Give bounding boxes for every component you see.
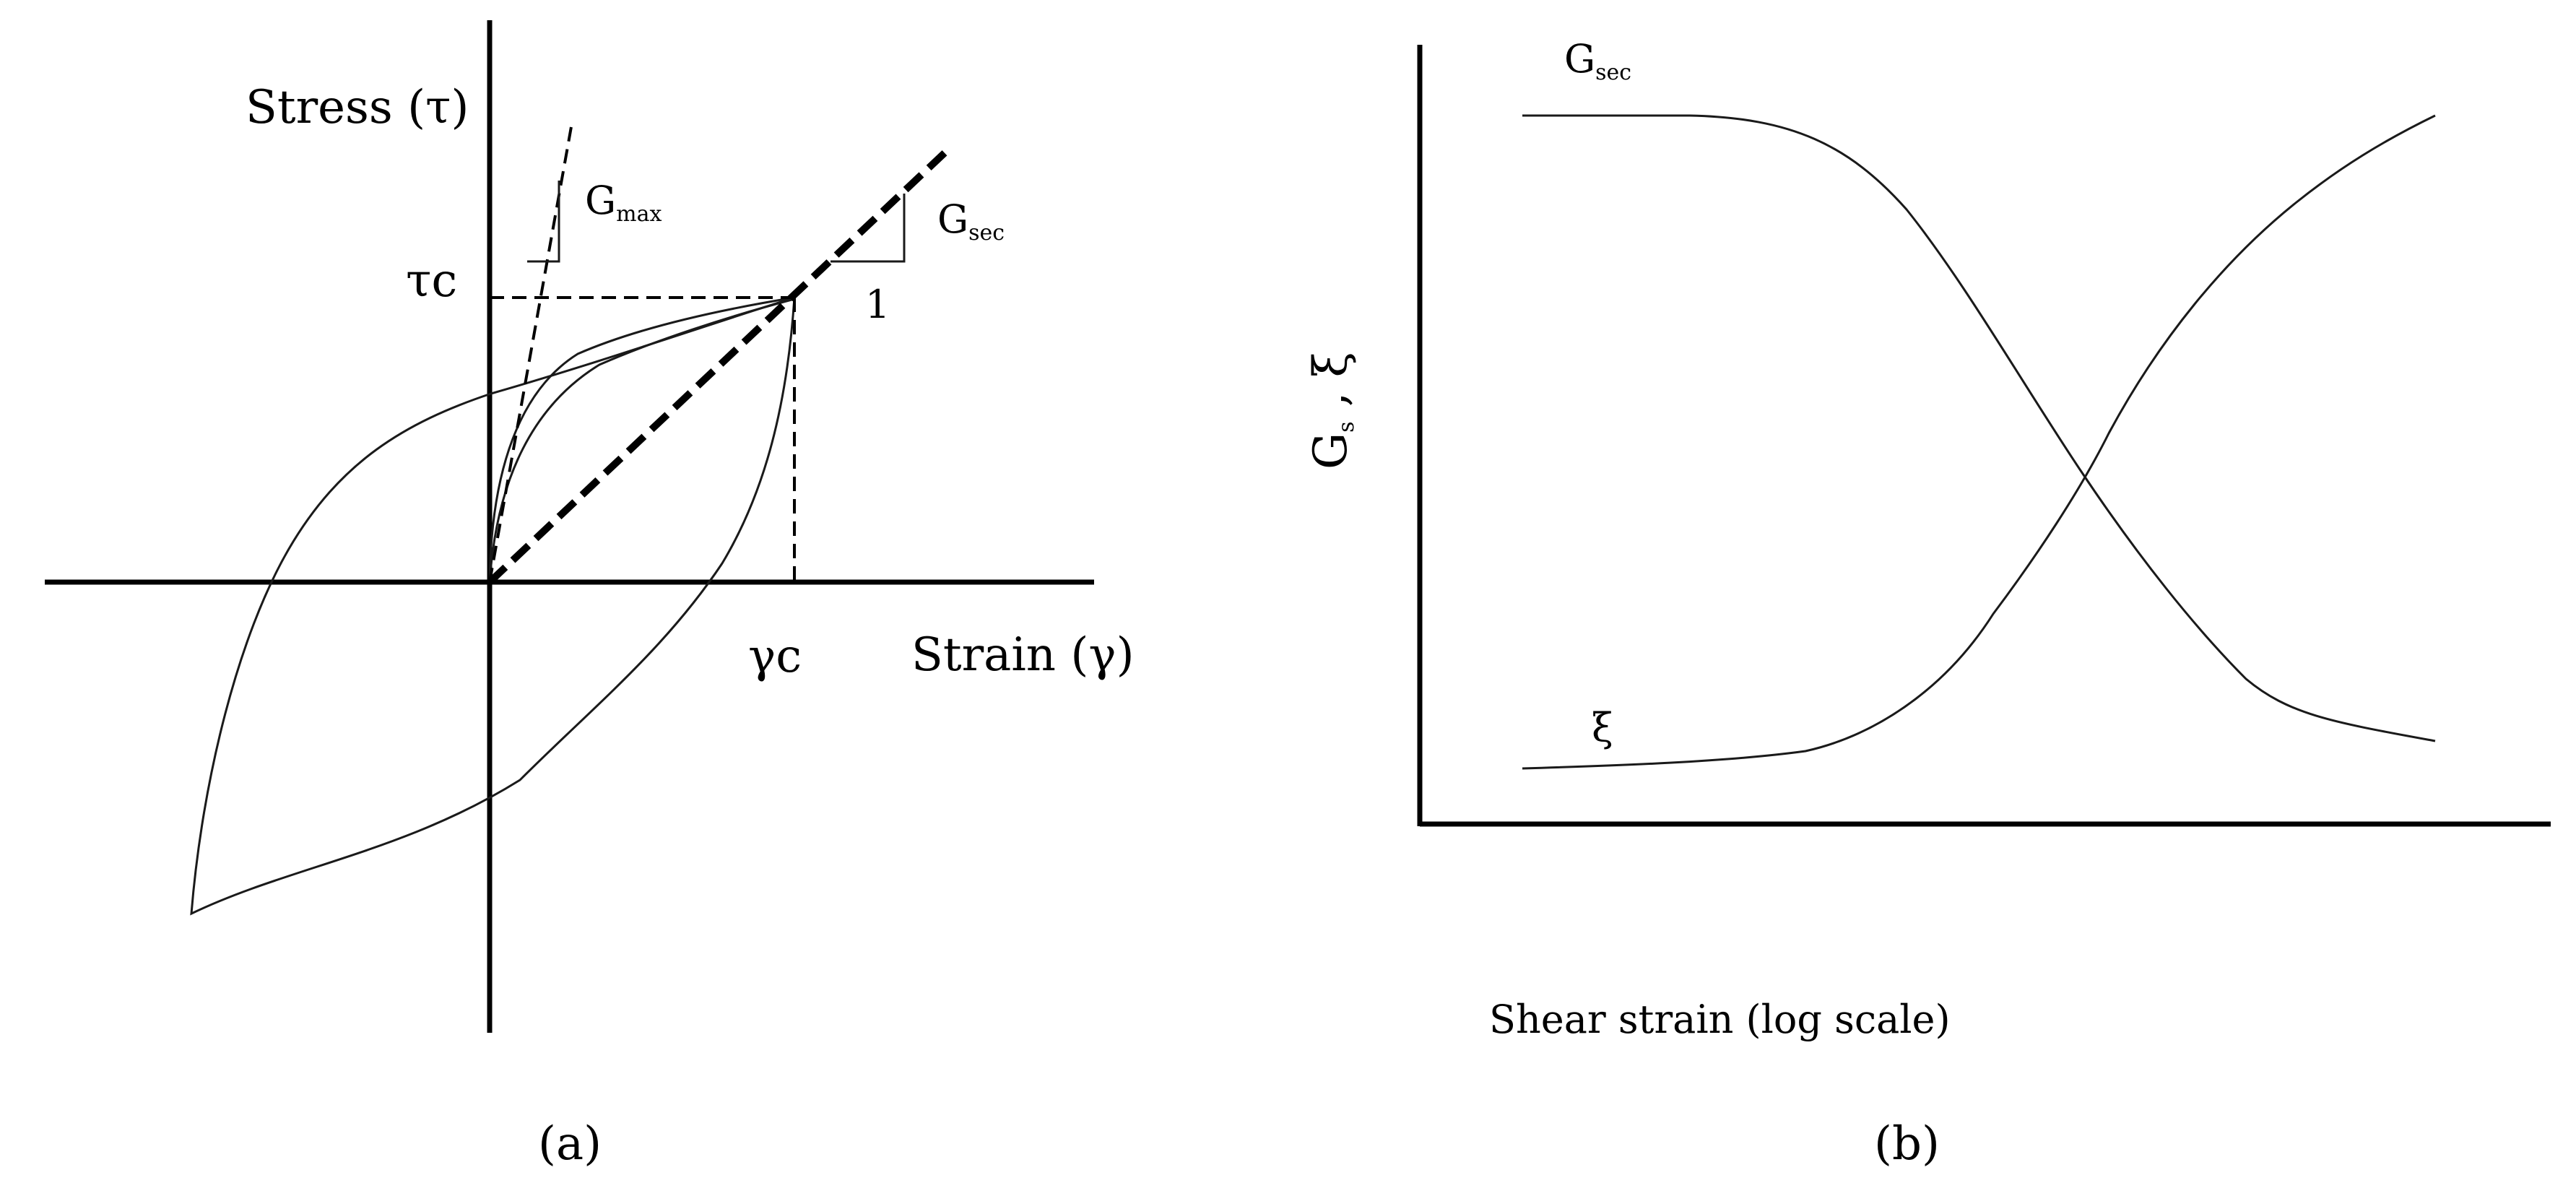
stress-axis-label: Stress (τ) bbox=[246, 81, 469, 134]
panel-a-caption: (a) bbox=[538, 1117, 602, 1171]
panel-b: Gsec ξ Gs , ξ Shear strain (log scale) (… bbox=[1304, 36, 2551, 1171]
gsec-degradation-curve bbox=[1522, 114, 2436, 742]
tau-c-label: τc bbox=[406, 254, 457, 308]
panel-b-caption: (b) bbox=[1874, 1117, 1940, 1171]
damping-ratio-curve bbox=[1522, 114, 2436, 770]
gsec-slope-triangle bbox=[831, 194, 906, 263]
gsec-secant-line bbox=[487, 147, 950, 585]
shear-strain-axis-label: Shear strain (log scale) bbox=[1489, 997, 1951, 1042]
gsec-label-panel-b: Gsec bbox=[1564, 36, 1631, 85]
gmax-slope-triangle bbox=[527, 181, 560, 263]
strain-axis-label: Strain (γ) bbox=[911, 628, 1135, 682]
gmax-label: Gmax bbox=[585, 178, 662, 227]
xi-label: ξ bbox=[1592, 705, 1613, 750]
panel-a: Stress (τ) τc γc Strain (γ) Gmax Gsec 1 … bbox=[45, 20, 1135, 1171]
backbone-curve bbox=[488, 296, 795, 583]
hysteresis-loop bbox=[190, 295, 796, 916]
gsec-label-panel-a: Gsec bbox=[937, 196, 1005, 246]
slope-unit-label: 1 bbox=[865, 282, 890, 327]
backbone-curve-2 bbox=[488, 298, 795, 583]
panel-b-y-axis-label: Gs , ξ bbox=[1304, 352, 1359, 469]
gamma-c-label: γc bbox=[748, 630, 802, 683]
